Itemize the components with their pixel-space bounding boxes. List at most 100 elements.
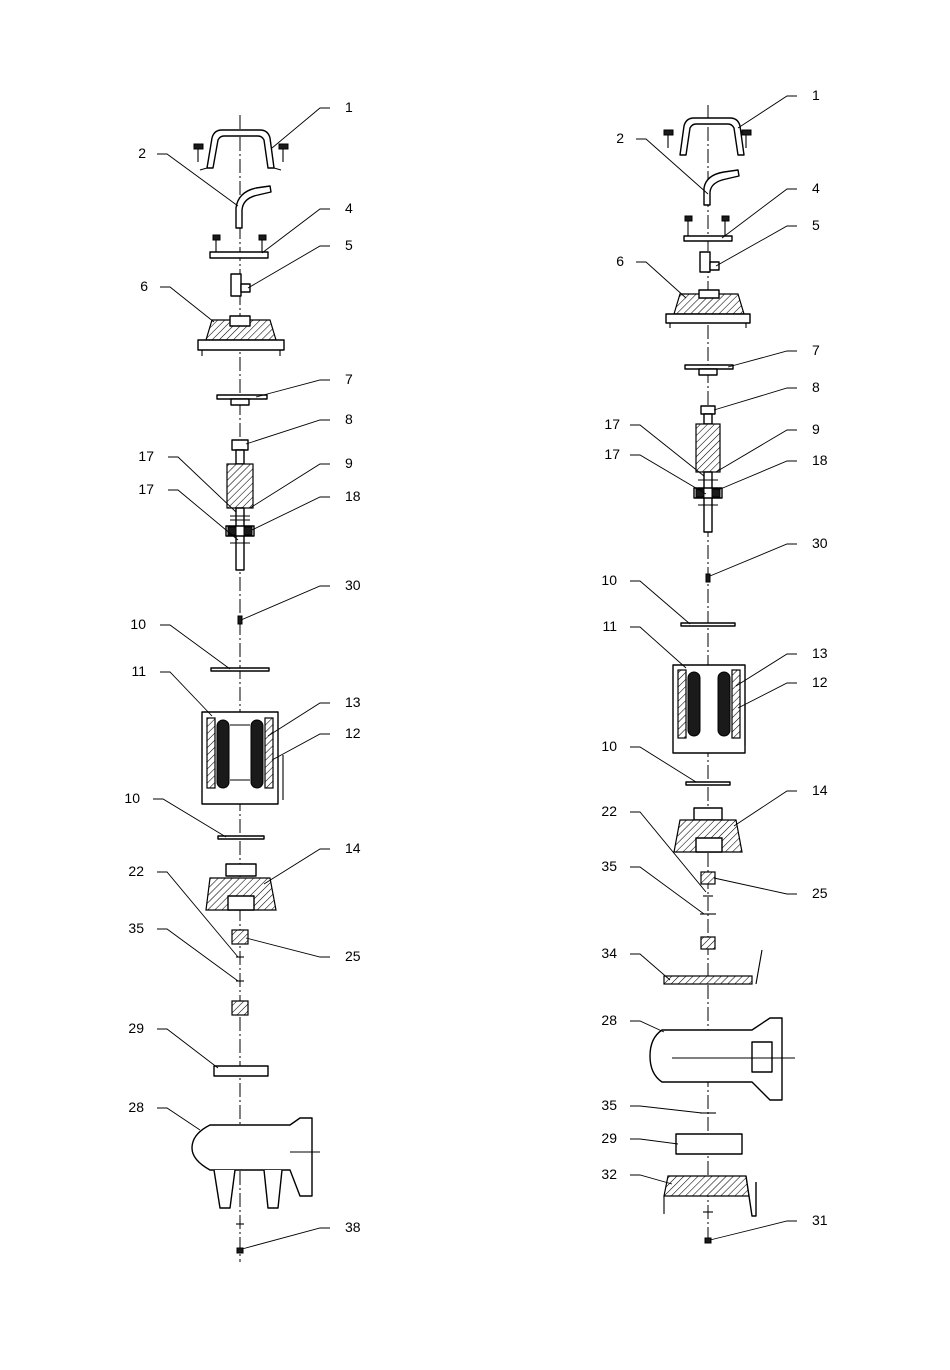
left-part-4-plate — [210, 235, 268, 258]
right-leader-18 — [718, 461, 797, 490]
right-callout-29: 29 — [601, 1130, 617, 1146]
left-callout-10: 10 — [130, 616, 146, 632]
left-callout-17: 17 — [138, 481, 154, 497]
right-leader-2 — [636, 139, 708, 194]
left-callout-11: 11 — [131, 663, 146, 679]
right-leader-5 — [716, 226, 797, 266]
right-callout-2: 2 — [616, 130, 624, 146]
right-callout-30: 30 — [812, 535, 828, 551]
right-callout-14: 14 — [812, 782, 828, 798]
left-callout-28: 28 — [128, 1099, 144, 1115]
left-callout-38: 38 — [345, 1219, 361, 1235]
right-callout-8: 8 — [812, 379, 820, 395]
right-callout-4: 4 — [812, 180, 820, 196]
right-part-7-plate — [685, 365, 733, 375]
right-leader-32 — [630, 1175, 672, 1184]
left-leader-29 — [157, 1029, 218, 1068]
left-callout-4: 4 — [345, 200, 353, 216]
left-callout-18: 18 — [345, 488, 361, 504]
right-leader-11 — [630, 627, 686, 668]
right-callout-5: 5 — [812, 217, 820, 233]
right-leader-25 — [714, 878, 797, 894]
right-callout-17: 17 — [604, 416, 620, 432]
left-part-25-seal-upper — [232, 930, 248, 944]
right-callout-12: 12 — [812, 674, 828, 690]
right-leader-14 — [734, 791, 797, 826]
right-leader-35 — [630, 1106, 702, 1113]
left-callout-17: 17 — [138, 448, 154, 464]
left-part-2-cable — [236, 186, 271, 228]
right-leader-29 — [630, 1139, 678, 1144]
right-callout-10: 10 — [601, 572, 617, 588]
left-callout-2: 2 — [138, 145, 146, 161]
right-callout-28: 28 — [601, 1012, 617, 1028]
left-leader-25 — [246, 938, 330, 957]
right-part-14-bearing-housing — [674, 808, 742, 852]
right-part-5-gland — [700, 252, 719, 272]
left-callout-1: 1 — [345, 99, 353, 115]
left-leader-9 — [250, 464, 330, 508]
right-part-31 — [705, 1238, 711, 1243]
right-part-25-seal-upper — [701, 872, 715, 884]
right-part-32-plate — [664, 1176, 756, 1216]
right-callout-9: 9 — [812, 421, 820, 437]
right-leader-10 — [630, 581, 690, 624]
right-part-30-key — [706, 574, 710, 582]
right-part-34-plate — [664, 950, 762, 984]
left-part-11-12-13-stator — [202, 712, 283, 804]
right-callout-10: 10 — [601, 738, 617, 754]
left-part-14-bearing-housing — [206, 864, 276, 910]
right-leader-28 — [630, 1021, 664, 1032]
left-part-29-impeller — [214, 1066, 268, 1076]
left-callout-35: 35 — [128, 920, 144, 936]
right-callout-22: 22 — [601, 803, 617, 819]
right-part-29-impeller — [676, 1134, 742, 1154]
right-callout-18: 18 — [812, 452, 828, 468]
left-callout-5: 5 — [345, 237, 353, 253]
right-part-8-9-rotor-shaft — [694, 406, 722, 532]
left-leader-7 — [256, 380, 330, 397]
left-leader-18 — [252, 497, 330, 530]
left-callout-7: 7 — [345, 371, 353, 387]
right-leader-30 — [710, 544, 797, 576]
right-leader-7 — [728, 351, 797, 367]
left-part-6-cover — [198, 316, 284, 356]
right-callout-34: 34 — [601, 945, 617, 961]
right-part-6-cover — [666, 290, 750, 328]
right-callout-1: 1 — [812, 87, 820, 103]
left-leader-38 — [242, 1228, 330, 1249]
right-leader-9 — [716, 430, 797, 472]
left-callout-6: 6 — [140, 278, 148, 294]
left-leader-12 — [272, 734, 330, 760]
left-callout-14: 14 — [345, 840, 361, 856]
left-callout-8: 8 — [345, 411, 353, 427]
right-leader-12 — [738, 683, 797, 708]
right-leader-31 — [710, 1221, 797, 1240]
left-part-28-volute — [192, 1118, 320, 1208]
right-leader-1 — [738, 96, 797, 128]
left-callout-12: 12 — [345, 725, 361, 741]
left-leader-30 — [241, 586, 330, 620]
right-callout-6: 6 — [616, 253, 624, 269]
right-callout-35: 35 — [601, 858, 617, 874]
left-leader-11 — [160, 672, 212, 716]
right-callout-11: 11 — [602, 618, 617, 634]
right-callout-35: 35 — [601, 1097, 617, 1113]
left-callout-10: 10 — [124, 790, 140, 806]
left-callout-22: 22 — [128, 863, 144, 879]
right-callout-25: 25 — [812, 885, 828, 901]
right-part-11-12-13-stator — [673, 665, 745, 753]
right-part-2-cable — [704, 170, 739, 205]
right-callout-13: 13 — [812, 645, 828, 661]
right-part-10-gasket-lower — [686, 782, 730, 785]
left-part-8-9-rotor-shaft — [226, 440, 254, 570]
right-leader-8 — [714, 388, 797, 410]
left-part-5-gland — [231, 274, 250, 296]
left-leader-6 — [160, 287, 214, 322]
left-leader-28 — [157, 1108, 200, 1130]
right-leader-4 — [722, 189, 797, 238]
left-assembly — [192, 115, 320, 1262]
left-leader-17 — [168, 457, 236, 512]
left-leader-8 — [246, 420, 330, 444]
